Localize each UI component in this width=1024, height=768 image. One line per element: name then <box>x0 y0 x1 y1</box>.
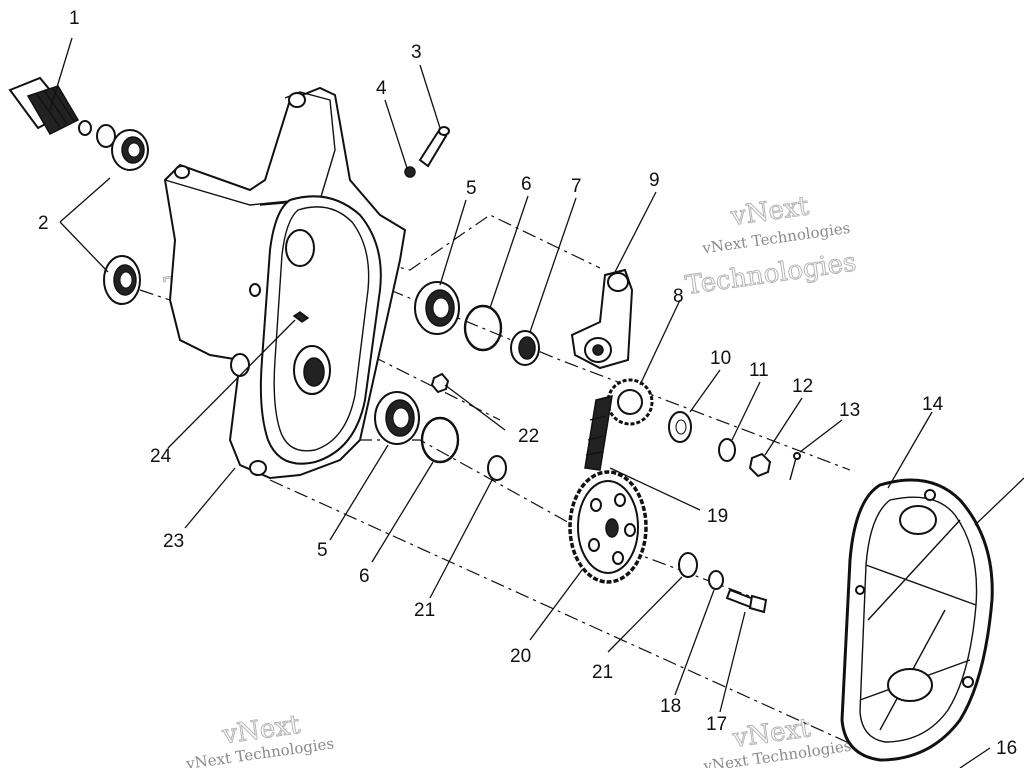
callout-12: 12 <box>792 376 813 397</box>
callout-7: 7 <box>571 176 582 197</box>
callout-23: 23 <box>163 531 184 552</box>
nut-part-22 <box>430 372 450 394</box>
leader-lines <box>49 37 1024 768</box>
pin-part-13 <box>789 452 801 481</box>
callout-2: 2 <box>38 213 49 234</box>
o-ring-upper <box>463 304 503 352</box>
callout-21-lower-right: 21 <box>592 662 613 683</box>
callout-16: 16 <box>996 738 1017 759</box>
callout-22: 22 <box>518 426 539 447</box>
watermark-bottom-left: vNext vNext Technologies <box>184 709 335 768</box>
callout-14: 14 <box>922 394 944 415</box>
screw-part-24 <box>292 311 310 323</box>
callout-4: 4 <box>376 78 387 99</box>
callout-8: 8 <box>673 286 684 307</box>
callout-13: 13 <box>839 400 860 421</box>
callout-19: 19 <box>707 506 728 527</box>
callout-10: 10 <box>710 348 731 369</box>
callout-17: 17 <box>706 714 727 735</box>
watermark-top-right: vNext vNext Technologies Technologies <box>683 191 859 302</box>
callout-6-upper: 6 <box>521 174 532 195</box>
large-sprocket <box>568 470 648 584</box>
drive-chain <box>584 394 613 471</box>
washer-part-10 <box>668 411 692 443</box>
washer-part-18 <box>708 570 724 590</box>
small-sprocket <box>606 378 654 426</box>
chain-case-cover <box>840 478 994 762</box>
callout-6-lower: 6 <box>359 566 370 587</box>
callout-5-upper: 5 <box>466 178 477 199</box>
callout-1: 1 <box>69 8 80 29</box>
nut-part-12 <box>748 452 772 478</box>
callout-5-lower: 5 <box>317 540 328 561</box>
callout-24: 24 <box>150 446 172 467</box>
seal-lower <box>103 255 141 305</box>
bearing-upper <box>414 281 460 335</box>
bolt-part-3 <box>418 126 450 168</box>
o-ring-lower <box>420 416 460 464</box>
seal-part-7 <box>510 330 540 366</box>
bolt-part-17 <box>725 588 768 614</box>
washer-part-21-lower <box>678 552 698 578</box>
shaft-part <box>8 76 116 148</box>
chain-case-housing <box>163 86 407 480</box>
callout-18: 18 <box>660 696 681 717</box>
tensioner-arm <box>570 268 634 370</box>
nut-part-4 <box>404 166 416 178</box>
callout-labels: 1 2 3 4 5 6 7 8 9 10 11 12 13 14 16 17 1… <box>38 8 1017 759</box>
callout-3: 3 <box>411 42 422 63</box>
callout-11: 11 <box>749 360 769 381</box>
callout-9: 9 <box>649 170 660 191</box>
seal-upper <box>111 129 149 171</box>
washer-part-11 <box>718 438 736 462</box>
washer-part-21-upper <box>487 455 507 481</box>
bearing-lower <box>374 391 420 445</box>
callout-20: 20 <box>510 646 531 667</box>
callout-21-lower-left: 21 <box>414 600 435 621</box>
